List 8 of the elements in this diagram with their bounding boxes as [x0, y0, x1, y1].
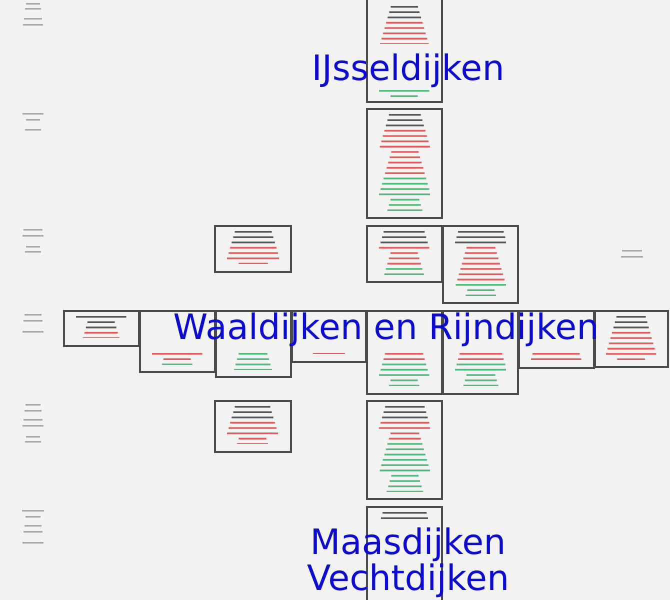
list-box	[442, 225, 519, 304]
list-box	[366, 400, 443, 500]
list-box	[594, 310, 669, 368]
list-box	[214, 400, 292, 453]
list-box	[214, 225, 292, 273]
list-box	[366, 225, 443, 283]
list-box	[63, 310, 140, 347]
list-box	[366, 108, 443, 219]
